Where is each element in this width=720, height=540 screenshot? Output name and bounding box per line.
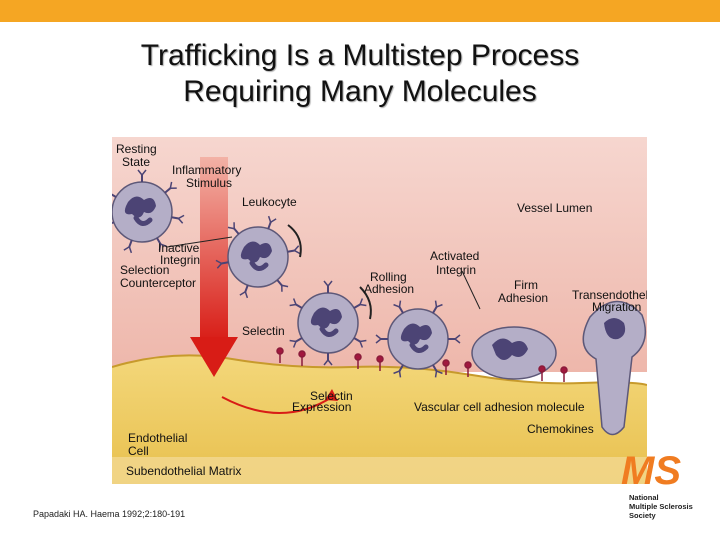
selectin-molecules <box>276 347 568 382</box>
label-rolling-1: Rolling <box>370 270 407 284</box>
title-line-1: Trafficking Is a Multistep Process <box>140 39 580 72</box>
label-leukocyte: Leukocyte <box>242 195 297 209</box>
label-inflammatory-2: Stimulus <box>186 176 232 190</box>
label-selection-counter-2: Counterceptor <box>120 276 196 290</box>
leukocyte-trafficking-diagram: Resting State Inflammatory Stimulus Leuk… <box>112 137 647 484</box>
label-endothelial-1: Endothelial <box>128 431 187 445</box>
ms-logo-mark: MS <box>621 449 681 493</box>
inflammatory-arrow-shaft <box>200 157 228 342</box>
slide-title: Trafficking Is a Multistep Process Requi… <box>0 38 720 110</box>
ms-logo-text: MS <box>621 449 681 488</box>
migrating-leukocyte <box>582 300 647 436</box>
motion-arrow-2 <box>359 286 372 320</box>
label-inactive-2: Integrin <box>160 253 200 267</box>
label-chemokines: Chemokines <box>527 422 594 436</box>
label-activated-1: Activated <box>430 249 479 263</box>
subendothelial-matrix <box>112 457 647 484</box>
label-firm-1: Firm <box>514 278 538 292</box>
label-selectin-expression-1: Selectin <box>310 389 353 403</box>
label-selection-counter-1: Selection <box>120 263 169 277</box>
logo-line-3: Society <box>629 511 656 520</box>
logo-line-2: Multiple Sclerosis <box>629 502 693 511</box>
ms-society-logo: MS National Multiple Sclerosis Society <box>617 448 707 533</box>
endothelium-layer <box>112 355 647 484</box>
motion-arrow-1 <box>287 224 302 258</box>
label-transendothelial-2: Migration <box>592 300 641 314</box>
label-rolling-2: Adhesion <box>364 282 414 296</box>
inflammatory-arrow-head <box>190 337 238 377</box>
leader-inactive-integrin <box>166 236 233 248</box>
selectin-expression-arrow-head <box>325 389 338 401</box>
label-selectin-expression-2: Expression <box>292 400 351 414</box>
label-transendothelial-1: Transendothelial <box>572 288 647 302</box>
top-accent-bar <box>0 0 720 22</box>
label-inflammatory-1: Inflammatory <box>172 163 241 177</box>
citation: Papadaki HA. Haema 1992;2:180-191 <box>33 509 186 519</box>
label-inactive-1: Inactive <box>158 241 200 255</box>
logo-line-1: National <box>629 493 659 502</box>
label-resting-state-2: State <box>122 155 150 169</box>
leader-activated-integrin <box>461 270 481 310</box>
label-selectin: Selectin <box>242 324 285 338</box>
label-firm-2: Adhesion <box>498 291 548 305</box>
selectin-expression-arrow <box>221 396 333 414</box>
label-endothelial-2: Cell <box>128 444 149 458</box>
firm-adhesion-leukocyte <box>471 326 557 380</box>
label-vessel-lumen: Vessel Lumen <box>517 201 592 215</box>
title-line-2: Requiring Many Molecules <box>183 75 537 108</box>
label-resting-state-1: Resting <box>116 142 157 156</box>
label-vcam: Vascular cell adhesion molecule <box>414 400 585 414</box>
label-subendothelial: Subendothelial Matrix <box>126 464 241 478</box>
label-activated-2: Integrin <box>436 263 476 277</box>
